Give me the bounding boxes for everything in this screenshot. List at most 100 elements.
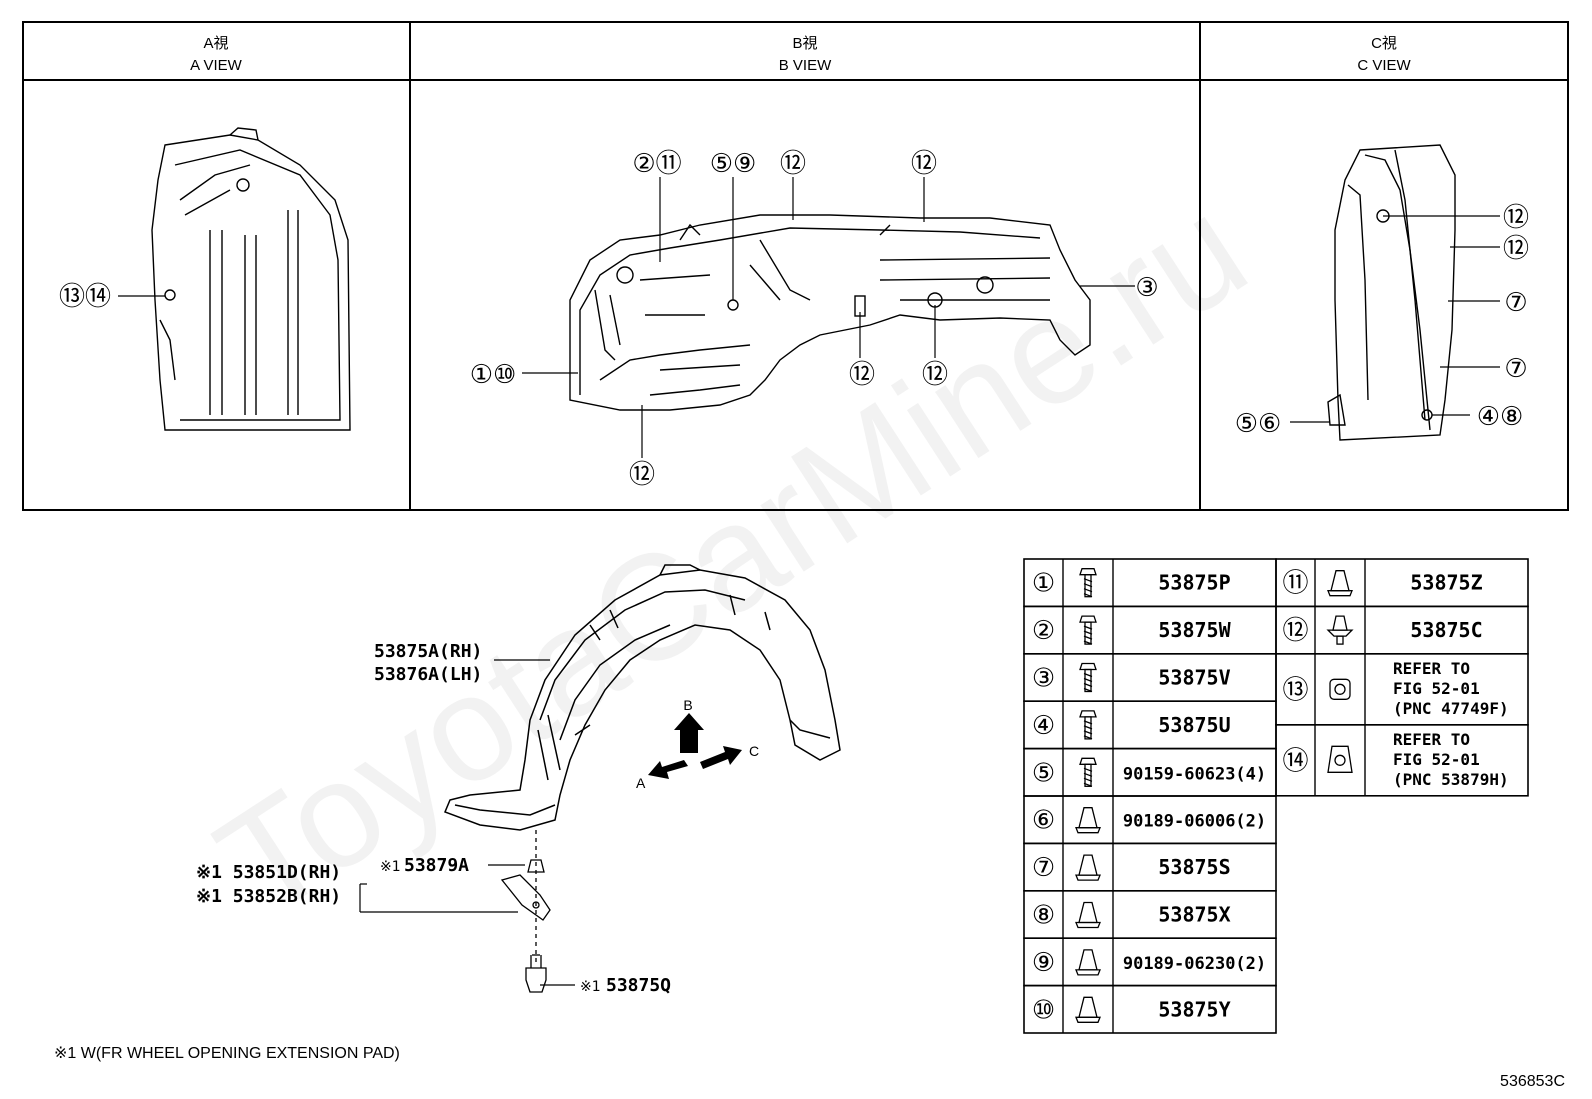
row-number: ⑦ bbox=[1032, 853, 1055, 883]
part-number: 53875P bbox=[1158, 571, 1230, 595]
arrow-a-label: A bbox=[636, 775, 646, 791]
callout-12-b4: ⑫ bbox=[922, 360, 948, 390]
a-view-liner-drawing bbox=[151, 127, 351, 431]
part-clip-mark: ※1 bbox=[380, 859, 401, 875]
row-number: ③ bbox=[1032, 664, 1055, 694]
header-c-jp: C視 bbox=[1371, 35, 1397, 52]
row-number: ⑪ bbox=[1282, 569, 1308, 599]
callout-7-c1: ⑦ bbox=[1504, 288, 1527, 318]
callout-12-b5: ⑫ bbox=[629, 460, 655, 490]
part-number: 53875U bbox=[1158, 713, 1230, 737]
part-liner-lh: 53876A(LH) bbox=[374, 664, 482, 685]
footnote: ※1 W(FR WHEEL OPENING EXTENSION PAD) bbox=[54, 1045, 400, 1062]
part-pad-2: ※1 53852B(RH) bbox=[196, 886, 341, 907]
part-number: 53875S bbox=[1158, 855, 1230, 879]
table-row: ② 53875W bbox=[1023, 605, 1277, 655]
header-c-en: C VIEW bbox=[1357, 57, 1411, 74]
row-number: ① bbox=[1032, 569, 1055, 599]
row-number: ⑤ bbox=[1032, 758, 1055, 788]
watermark: ToyotaCarMine.ru bbox=[190, 164, 1274, 950]
nut-icon bbox=[1075, 807, 1101, 834]
grommet-icon bbox=[1329, 678, 1351, 700]
part-clip: 53879A bbox=[404, 855, 469, 876]
view-headers: A視 A VIEW B視 B VIEW C視 C VIEW bbox=[190, 35, 1411, 74]
refer-line: FIG 52-01 bbox=[1393, 679, 1480, 698]
callout-12-b2: ⑫ bbox=[911, 149, 937, 179]
direction-arrows: B C A bbox=[636, 697, 759, 791]
arrow-a-icon bbox=[648, 760, 688, 779]
part-number: 90159-60623(4) bbox=[1123, 764, 1266, 784]
part-number: 90189-06230(2) bbox=[1123, 954, 1266, 974]
callout-1-10: ①⑩ bbox=[470, 360, 517, 390]
clip-icon bbox=[1326, 615, 1354, 645]
callout-13-14: ⑬⑭ bbox=[59, 282, 111, 312]
callout-12-c1: ⑫ bbox=[1503, 203, 1529, 233]
table-row: ④ 53875U bbox=[1023, 700, 1277, 750]
table-row: ③ 53875V bbox=[1023, 652, 1277, 702]
c-view-liner-drawing bbox=[1327, 144, 1456, 441]
row-number: ⑥ bbox=[1032, 806, 1055, 836]
row-number: ⑧ bbox=[1032, 901, 1055, 931]
table-row: ⑥ 90189-06006(2) bbox=[1023, 795, 1277, 845]
arrow-b-icon bbox=[674, 713, 704, 753]
part-number: 53875V bbox=[1158, 666, 1230, 690]
a-view-callouts: ⑬⑭ bbox=[59, 282, 165, 312]
table-row: ⑫ 53875C bbox=[1275, 605, 1529, 655]
hardware-stack bbox=[500, 830, 551, 993]
nut-icon bbox=[1075, 949, 1101, 976]
bracket-icon bbox=[1327, 745, 1353, 773]
callout-3: ③ bbox=[1135, 273, 1158, 303]
part-number: 53875Y bbox=[1158, 997, 1230, 1021]
refer-line: (PNC 53879H) bbox=[1393, 770, 1509, 789]
refer-line: FIG 52-01 bbox=[1393, 750, 1480, 769]
bolt-icon bbox=[1079, 710, 1097, 740]
callout-5-6: ⑤⑥ bbox=[1235, 409, 1282, 439]
c-view-callouts: ⑫ ⑫ ⑦ ⑦ ④⑧ ⑤⑥ bbox=[1235, 203, 1529, 439]
callout-5-9: ⑤⑨ bbox=[710, 149, 757, 179]
callout-12-b3: ⑫ bbox=[849, 360, 875, 390]
row-number: ② bbox=[1032, 616, 1055, 646]
arrow-b-label: B bbox=[683, 697, 692, 713]
nut-icon bbox=[1075, 854, 1101, 881]
callout-2-11: ②⑪ bbox=[632, 149, 681, 179]
row-number: ⑭ bbox=[1282, 746, 1308, 776]
nut-icon bbox=[1075, 901, 1101, 929]
refer-line: REFER TO bbox=[1393, 730, 1470, 749]
header-b-en: B VIEW bbox=[779, 57, 832, 74]
nut-icon bbox=[1327, 570, 1353, 597]
table-row: ① 53875P bbox=[1023, 558, 1277, 608]
part-bolt-mark: ※1 bbox=[580, 979, 601, 995]
row-number: ⑬ bbox=[1282, 675, 1308, 705]
part-number: 53875X bbox=[1158, 903, 1230, 927]
row-number: ⑫ bbox=[1282, 616, 1308, 646]
callout-12-b1: ⑫ bbox=[780, 149, 806, 179]
row-number: ④ bbox=[1032, 711, 1055, 741]
part-liner-rh: 53875A(RH) bbox=[374, 641, 482, 662]
table-row: ⑦ 53875S bbox=[1023, 842, 1277, 892]
part-number: 90189-06006(2) bbox=[1123, 812, 1266, 832]
callout-12-c2: ⑫ bbox=[1503, 234, 1529, 264]
nut-icon bbox=[1075, 996, 1101, 1023]
arrow-c-label: C bbox=[749, 743, 759, 759]
table-row: ⑧ 53875X bbox=[1023, 889, 1277, 939]
header-a-jp: A視 bbox=[203, 35, 228, 52]
callout-4-8: ④⑧ bbox=[1477, 402, 1524, 432]
bolt-icon bbox=[1079, 568, 1097, 598]
fender-liner-drawing bbox=[444, 564, 841, 831]
bolt-icon bbox=[1079, 757, 1097, 787]
part-number: 53875C bbox=[1410, 618, 1482, 642]
part-bolt: 53875Q bbox=[606, 975, 671, 996]
row-number: ⑨ bbox=[1032, 948, 1055, 978]
bolt-icon bbox=[1079, 615, 1097, 645]
arrow-c-icon bbox=[700, 746, 742, 769]
main-part-labels: 53875A(RH) 53876A(LH) ※1 53879A ※1 53851… bbox=[196, 641, 671, 996]
parts-table: ① 53875P ② 53875W ③ 53875V ④ 53875U ⑤ 90159-60623… bbox=[1023, 558, 1529, 1034]
refer-line: (PNC 47749F) bbox=[1393, 699, 1509, 718]
part-number: 53875W bbox=[1158, 618, 1231, 642]
bolt-icon bbox=[1079, 662, 1097, 693]
b-view-liner-drawing bbox=[569, 214, 1091, 411]
